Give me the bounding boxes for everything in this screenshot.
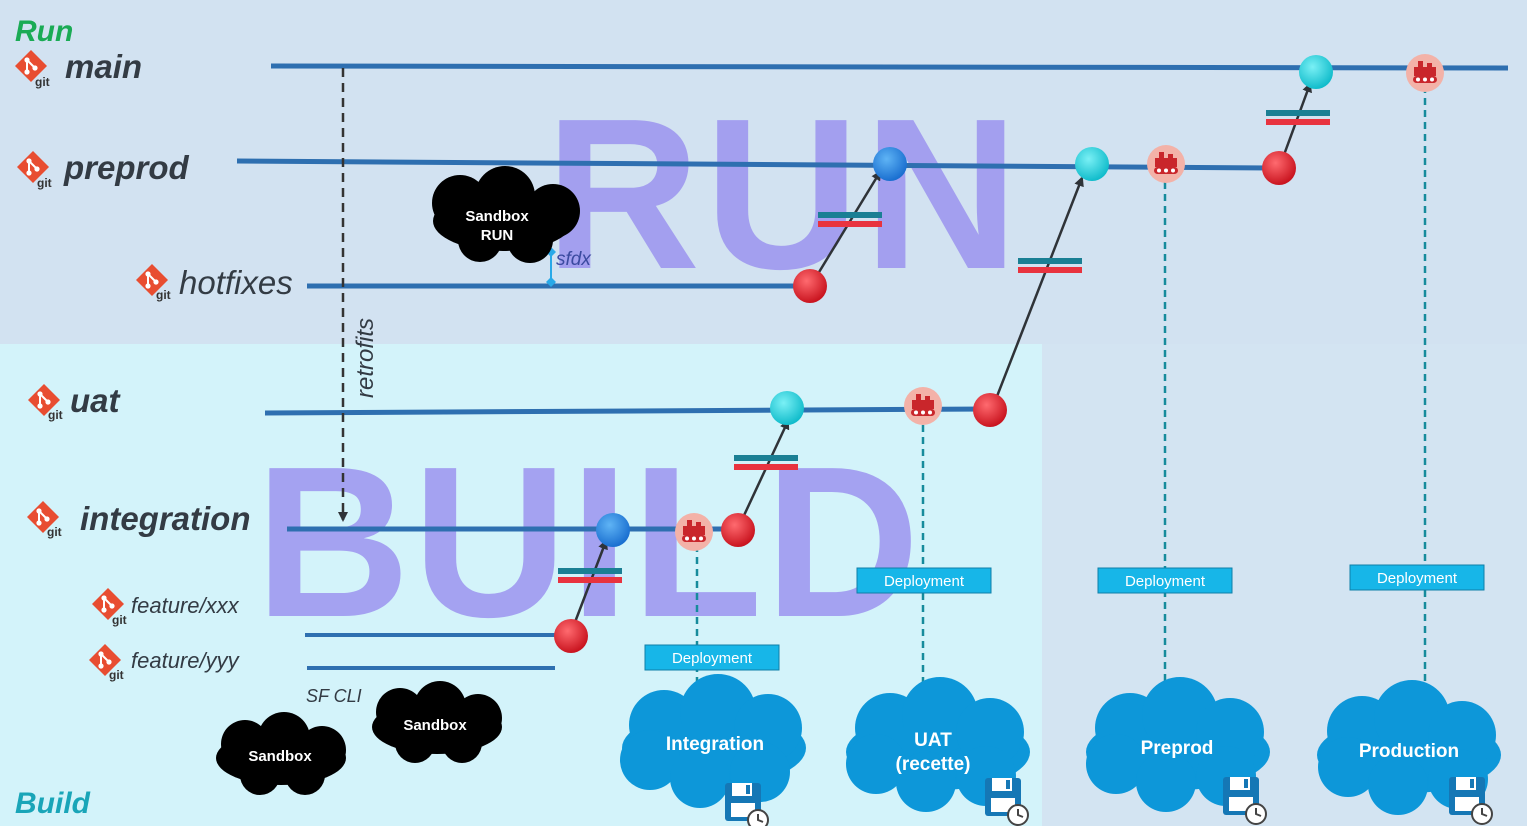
pipeline-robot-icon xyxy=(1406,54,1444,92)
deployment-box-label: Deployment xyxy=(1377,570,1458,587)
commit-hotfix-red xyxy=(793,269,827,303)
git-icon-text: git xyxy=(156,288,171,302)
git-icon-text: git xyxy=(109,668,124,682)
env-cloud-integration: Integration xyxy=(620,674,806,808)
commit-preprod-blue xyxy=(873,147,907,181)
branch-label-hotfixes: hotfixes xyxy=(179,264,293,301)
merge-arrow-integration-to-uat xyxy=(738,419,790,525)
deployment-box-label: Deployment xyxy=(1125,573,1206,590)
branch-label-preprod: preprod xyxy=(63,149,190,186)
merge-arrow-uat-to-preprod xyxy=(992,176,1084,405)
env-label-integration: Integration xyxy=(666,734,764,755)
env-cloud-production: Production xyxy=(1317,680,1501,815)
sandbox-run-line2: RUN xyxy=(481,227,514,244)
sfdx-bottom-diamond xyxy=(546,277,556,287)
branch-label-feature-yyy: feature/yyy xyxy=(131,648,241,673)
git-icon-text: git xyxy=(47,525,62,539)
branch-label-uat: uat xyxy=(70,382,122,419)
commit-uat-red xyxy=(973,393,1007,427)
deployment-box-uat: Deployment xyxy=(856,567,992,594)
pipeline-robot-icon xyxy=(904,387,942,425)
env-label-uat-line1: UAT xyxy=(914,730,952,751)
commit-feature-red xyxy=(554,619,588,653)
commit-preprod-red xyxy=(1262,151,1296,185)
sandbox-build-cloud-b: Sandbox xyxy=(216,712,346,795)
branch-label-integration: integration xyxy=(80,500,251,537)
pipeline-robot-icon xyxy=(1147,145,1185,183)
commit-integration-blue xyxy=(596,513,630,547)
env-label-preprod: Preprod xyxy=(1141,738,1214,759)
run-zone-title: Run xyxy=(15,15,73,48)
pipeline-robot-icon xyxy=(675,513,713,551)
git-icon-text: git xyxy=(37,176,52,190)
branch-label-feature-xxx: feature/xxx xyxy=(131,593,240,618)
git-icon-text: git xyxy=(48,408,63,422)
sandbox-build-label-a: Sandbox xyxy=(403,717,467,734)
branch-label-main: main xyxy=(65,48,142,85)
deployment-box-preprod: Deployment xyxy=(1097,567,1233,594)
merge-arrow-feature-to-integration xyxy=(570,539,608,631)
env-label-uat-line2: (recette) xyxy=(896,754,971,775)
git-icon-text: git xyxy=(112,613,127,627)
commit-main-cyan xyxy=(1299,55,1333,89)
run-watermark: RUN xyxy=(545,73,1023,314)
commit-uat-cyan xyxy=(770,391,804,425)
sfdx-label: sfdx xyxy=(556,249,592,270)
build-zone-title: Build xyxy=(15,787,91,820)
sf-cli-label: SF CLI xyxy=(306,686,362,706)
commit-preprod-cyan xyxy=(1075,147,1109,181)
env-cloud-uat: UAT (recette) xyxy=(846,677,1030,812)
retrofits-label: retrofits xyxy=(352,318,379,398)
deployment-box-label: Deployment xyxy=(884,573,965,590)
sandbox-build-cloud-a: Sandbox xyxy=(372,681,502,763)
sandbox-build-label-b: Sandbox xyxy=(248,748,312,765)
commit-integration-red xyxy=(721,513,755,547)
merge-arrow-hotfix-to-preprod xyxy=(811,170,882,283)
sandbox-run-line1: Sandbox xyxy=(465,208,529,225)
env-cloud-preprod: Preprod xyxy=(1086,677,1270,812)
uat-branch-line xyxy=(264,406,991,416)
sandbox-run-cloud: Sandbox RUN xyxy=(432,166,580,263)
deployment-box-production: Deployment xyxy=(1349,564,1485,591)
deployment-box-label: Deployment xyxy=(672,650,753,667)
deployment-box-integration: Deployment xyxy=(644,644,780,671)
build-watermark: BUILD xyxy=(255,421,922,662)
env-label-production: Production xyxy=(1359,741,1459,762)
git-icon-text: git xyxy=(35,75,50,89)
